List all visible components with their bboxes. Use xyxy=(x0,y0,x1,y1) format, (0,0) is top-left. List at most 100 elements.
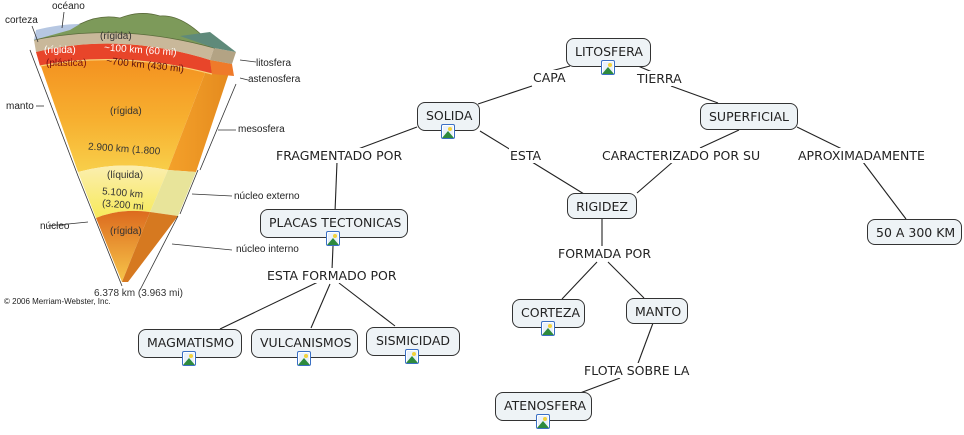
node-sismicidad[interactable]: SISMICIDAD xyxy=(366,327,460,364)
asthenosphere-side xyxy=(210,60,234,76)
asthenosphere-state-text: (plástica) xyxy=(46,58,87,69)
link-label-fragmentado-por: FRAGMENTADO POR xyxy=(275,148,404,163)
link-manto-flota xyxy=(636,322,654,367)
node-rigidez-label: RIGIDEZ xyxy=(576,199,628,214)
nucleo-pointer xyxy=(47,221,89,227)
node-litosfera[interactable]: LITOSFERA xyxy=(566,38,651,75)
oceano-pointer xyxy=(61,11,65,29)
label-corteza: corteza xyxy=(5,15,38,26)
mantle-side-face xyxy=(168,60,232,172)
copyright-text: © 2006 Merriam-Webster, Inc. xyxy=(4,297,111,306)
image-icon[interactable] xyxy=(182,351,196,366)
link-label-tierra: TIERRA xyxy=(636,71,683,86)
label-oceano: océano xyxy=(52,1,85,12)
node-manto[interactable]: MANTO xyxy=(626,298,688,324)
litosfera-pointer xyxy=(239,59,257,63)
image-icon[interactable] xyxy=(440,124,455,139)
label-manto: manto xyxy=(6,101,34,112)
node-litosfera-label: LITOSFERA xyxy=(575,44,643,59)
link-label-esta: ESTA xyxy=(509,148,543,163)
mantle-layer xyxy=(36,43,210,172)
core-bracket xyxy=(77,175,123,287)
corteza-pointer xyxy=(31,25,39,43)
inner-core-state-text: (rígida) xyxy=(110,226,142,237)
link-superficial-caracterizado xyxy=(699,129,740,149)
inner-core-bracket xyxy=(139,215,179,291)
link-esta-formado-sismicidad xyxy=(338,282,396,327)
link-label-esta-formado-por: ESTA FORMADO POR xyxy=(266,268,398,283)
nucleo-interno-pointer xyxy=(171,243,233,251)
image-icon[interactable] xyxy=(535,414,550,429)
node-atenosfera-label: ATENOSFERA xyxy=(504,398,587,413)
earth-section-graphic xyxy=(29,11,257,291)
outer-core-side xyxy=(150,170,196,216)
image-icon[interactable] xyxy=(540,321,555,336)
label-nucleo-interno: núcleo interno xyxy=(236,244,299,255)
link-tierra-superficial xyxy=(670,85,719,104)
node-solida[interactable]: SOLIDA xyxy=(417,102,480,139)
image-icon[interactable] xyxy=(326,231,340,246)
node-corteza[interactable]: CORTEZA xyxy=(512,299,585,336)
link-aproximadamente-km xyxy=(862,161,907,220)
mesosphere-bracket xyxy=(199,83,237,171)
ocean-surface xyxy=(180,32,236,52)
node-rigidez[interactable]: RIGIDEZ xyxy=(567,193,637,219)
crust-state-text: (rígida) xyxy=(100,31,132,42)
link-formada-manto xyxy=(607,261,645,299)
node-superficial-label: SUPERFICIAL xyxy=(709,109,790,124)
earth-layers-illustration: océano corteza manto núcleo litosfera as… xyxy=(0,0,300,310)
lithosphere-side xyxy=(210,48,236,64)
mesosphere-state-text: (rígida) xyxy=(110,106,142,117)
lithosphere-state-text: (rígida) xyxy=(44,45,76,56)
image-icon[interactable] xyxy=(600,60,615,75)
label-mesosfera: mesosfera xyxy=(238,124,285,135)
astenosfera-pointer xyxy=(239,77,249,81)
node-50-a-300-km[interactable]: 50 A 300 KM xyxy=(867,219,962,245)
node-corteza-label: CORTEZA xyxy=(521,305,580,320)
node-manto-label: MANTO xyxy=(635,304,682,319)
lithosphere-band xyxy=(34,32,214,60)
image-icon[interactable] xyxy=(405,349,419,364)
node-vulcanismos[interactable]: VULCANISMOS xyxy=(251,329,358,366)
image-icon[interactable] xyxy=(296,351,311,366)
node-magmatismo-label: MAGMATISMO xyxy=(147,335,235,350)
asthenosphere-band xyxy=(36,43,212,74)
link-label-aproximadamente: APROXIMADAMENTE xyxy=(797,148,926,163)
link-fragmentado-placas xyxy=(334,161,338,213)
mantle-bracket xyxy=(29,49,79,177)
label-litosfera: litosfera xyxy=(256,58,292,69)
link-label-capa: CAPA xyxy=(532,70,567,85)
inner-core-layer xyxy=(96,210,150,282)
mesosphere-boundary xyxy=(39,59,213,75)
node-sismicidad-label: SISMICIDAD xyxy=(375,333,451,348)
link-capa-solida xyxy=(477,85,533,105)
node-placas-tectonicas[interactable]: PLACAS TECTONICAS xyxy=(260,209,408,246)
link-esta-formado-magmatismo xyxy=(219,281,319,330)
label-nucleo: núcleo xyxy=(40,221,70,232)
outer-core-state-text: (líquida) xyxy=(107,170,144,181)
center-depth-text: 6.378 km (3.963 mi) xyxy=(94,288,183,299)
outer-core-bracket xyxy=(179,169,199,215)
link-flota-atenosfera xyxy=(579,377,621,394)
node-50-a-300-km-label: 50 A 300 KM xyxy=(876,225,956,240)
node-atenosfera[interactable]: ATENOSFERA xyxy=(495,392,592,429)
node-placas-tectonicas-label: PLACAS TECTONICAS xyxy=(269,215,402,230)
link-superficial-aproximadamente xyxy=(796,126,845,151)
link-label-caracterizado-por-su: CARACTERIZADO POR SU xyxy=(601,148,762,163)
node-superficial[interactable]: SUPERFICIAL xyxy=(700,103,798,130)
link-caracterizado-rigidez xyxy=(636,159,676,194)
node-solida-label: SOLIDA xyxy=(426,108,473,123)
label-astenosfera: astenosfera xyxy=(248,74,301,85)
link-esta-rigidez xyxy=(531,161,585,195)
ocean-water xyxy=(34,24,80,40)
link-esta-formado-vulcanismos xyxy=(310,283,331,329)
label-nucleo-externo: núcleo externo xyxy=(234,191,300,202)
link-label-flota-sobre-la: FLOTA SOBRE LA xyxy=(583,363,691,378)
nucleo-externo-pointer xyxy=(191,193,233,197)
link-solida-fragmentado xyxy=(349,126,418,153)
link-placas-esta-formado xyxy=(331,245,334,271)
node-magmatismo[interactable]: MAGMATISMO xyxy=(138,329,242,366)
link-formada-corteza xyxy=(561,261,598,300)
